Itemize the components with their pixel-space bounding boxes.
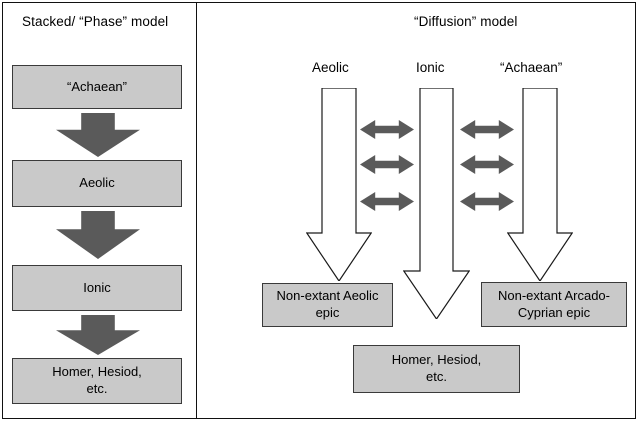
diffusion-box-non-extant-arcado: Non-extant Arcado-Cyprian epic <box>481 282 627 327</box>
column-arrow-ionic <box>403 88 470 319</box>
exchange-ionic-achaean-1 <box>460 120 514 139</box>
exchange-ionic-achaean-2 <box>460 155 514 174</box>
arrow-aeolic-to-ionic <box>56 211 140 259</box>
arrow-achaean-to-aeolic <box>56 113 140 157</box>
diffusion-box-homer-hesiod: Homer, Hesiod,etc. <box>353 345 520 393</box>
box-label: Homer, Hesiod,etc. <box>52 364 142 396</box>
stacked-box-aeolic: Aeolic <box>12 160 182 207</box>
stacked-box-homer-hesiod: Homer, Hesiod,etc. <box>12 358 182 404</box>
box-label: Aeolic <box>79 175 115 191</box>
exchange-ionic-achaean-3 <box>460 192 514 211</box>
box-label: “Achaean” <box>67 78 127 94</box>
right-panel-title: “Diffusion” model <box>414 14 518 29</box>
figure-border <box>2 2 636 419</box>
panel-divider <box>196 3 197 418</box>
exchange-aeolic-ionic-1 <box>360 120 414 139</box>
exchange-aeolic-ionic-3 <box>360 192 414 211</box>
exchange-aeolic-ionic-2 <box>360 155 414 174</box>
box-label: Homer, Hesiod,etc. <box>391 352 482 384</box>
box-label: Non-extant Arcado-Cyprian epic <box>497 287 610 320</box>
column-label-achaean: “Achaean” <box>500 60 563 75</box>
column-arrow-achaean <box>507 88 573 281</box>
left-panel-title: Stacked/ “Phase” model <box>22 14 169 29</box>
arrow-ionic-to-homer <box>56 315 140 355</box>
column-arrow-aeolic <box>306 88 372 281</box>
box-label: Ionic <box>83 279 111 295</box>
column-label-ionic: Ionic <box>416 60 445 75</box>
stacked-box-ionic: Ionic <box>12 265 182 311</box>
column-label-aeolic: Aeolic <box>312 60 349 75</box>
stacked-box-achaean: “Achaean” <box>12 65 182 109</box>
